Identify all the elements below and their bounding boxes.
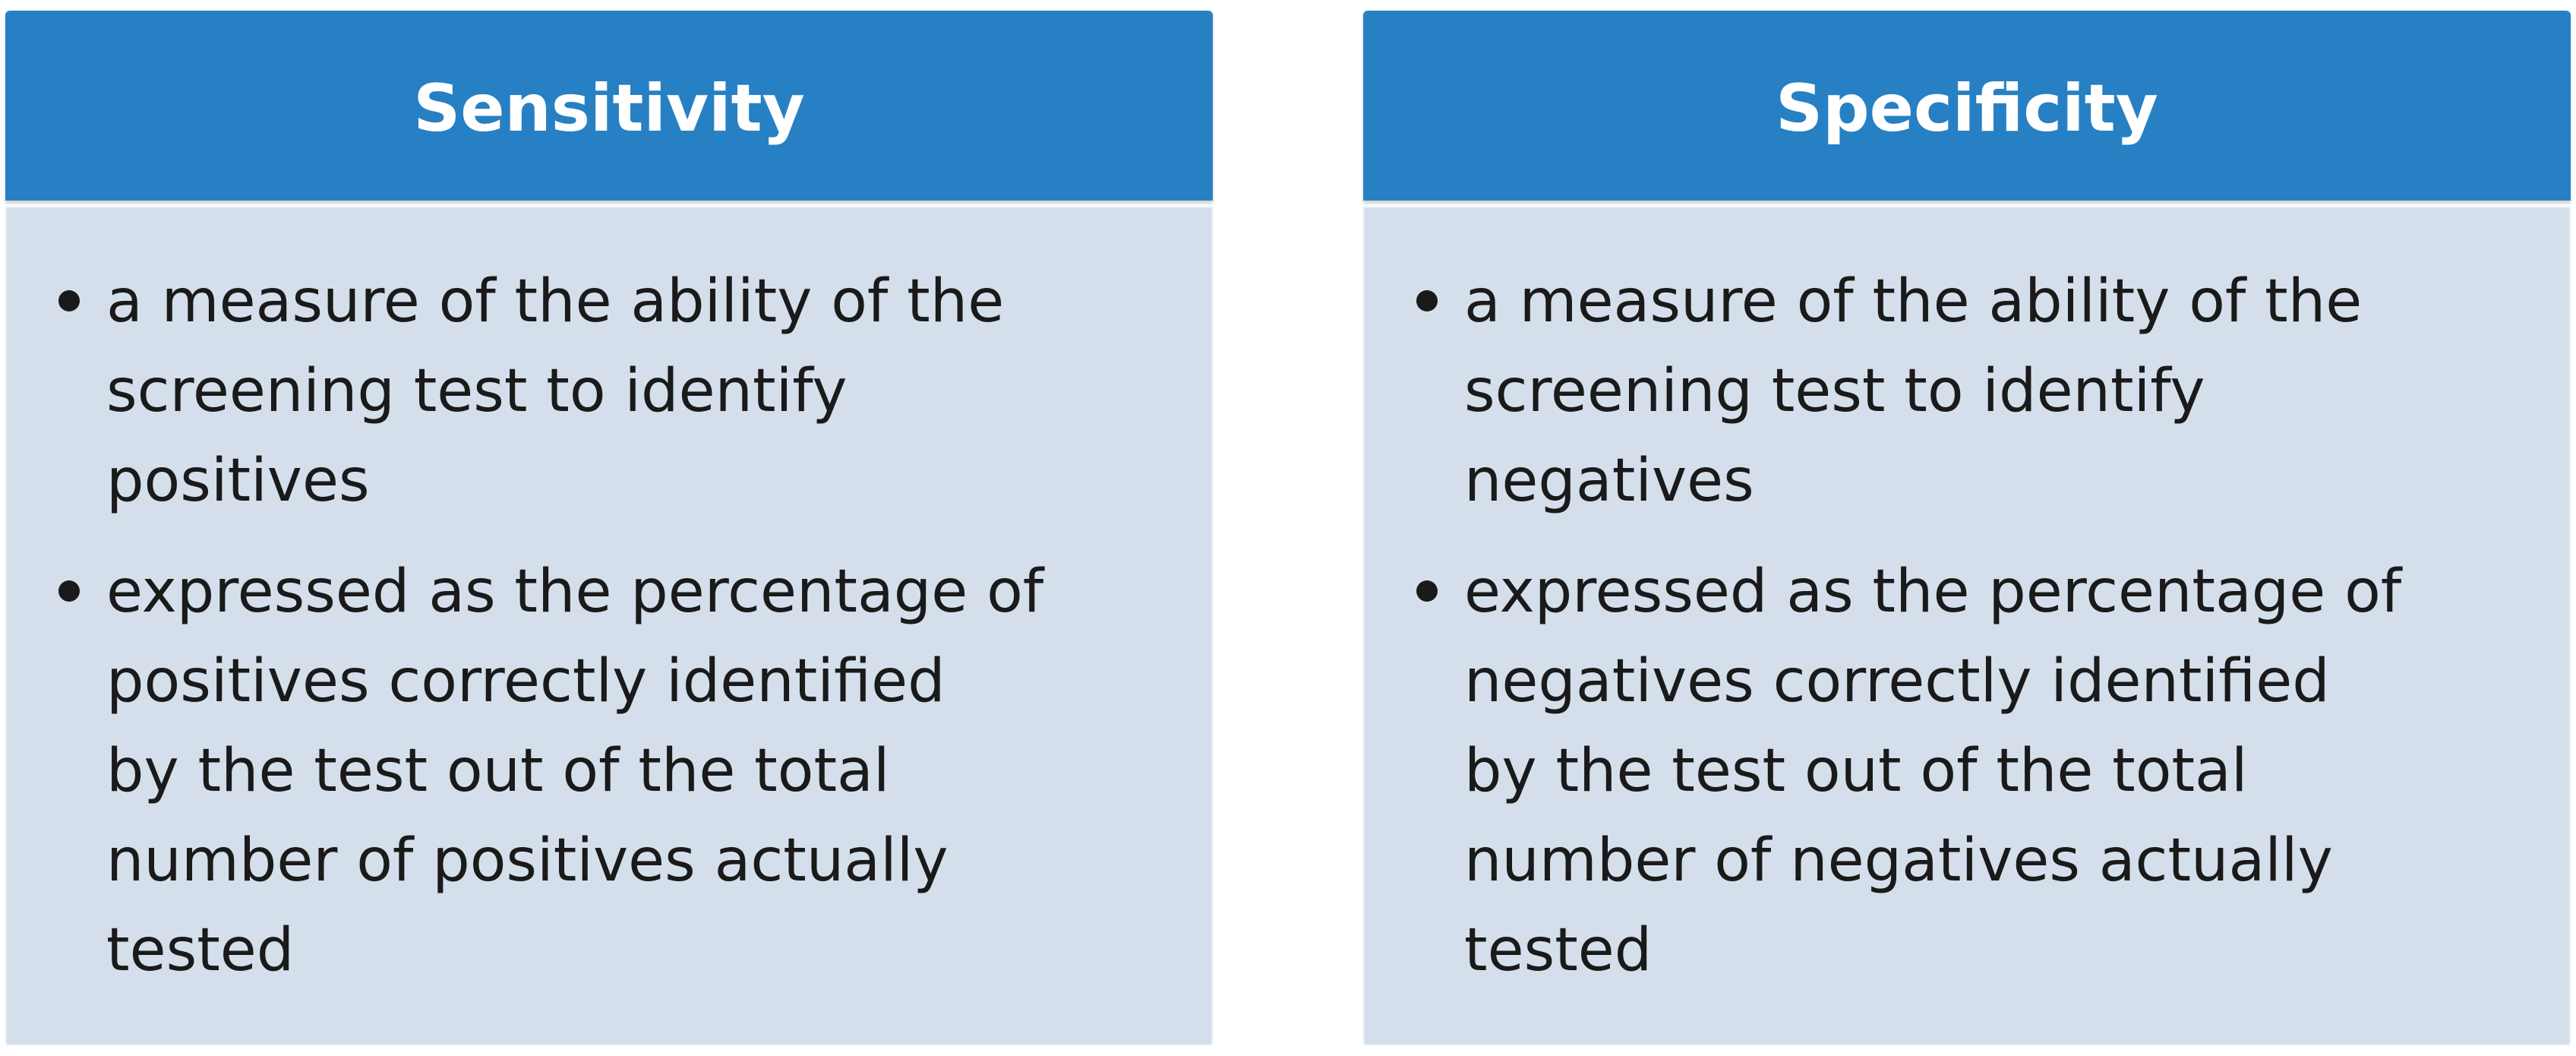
sensitivity-card: Sensitivity a measure of the ability of … [5, 11, 1213, 1045]
bullet-text-line: by the test out of the total [106, 737, 890, 805]
sensitivity-bullet-2: expressed as the percentage of positives… [52, 547, 1192, 995]
bullet-text-line: expressed as the percentage of [106, 558, 1044, 626]
bullet-icon [58, 580, 80, 602]
specificity-bullet-2: expressed as the percentage of negatives… [1410, 547, 2549, 995]
bullet-text-line: positives [106, 447, 370, 515]
sensitivity-header: Sensitivity [5, 11, 1213, 201]
bullet-text-line: screening test to identify [106, 357, 848, 425]
bullet-text-line: screening test to identify [1464, 357, 2205, 425]
sensitivity-body: a measure of the ability of the screenin… [5, 207, 1213, 1045]
bullet-text-line: tested [106, 916, 295, 985]
bullet-text-line: positives correctly identified [106, 647, 945, 716]
specificity-bullet-list: a measure of the ability of the screenin… [1410, 257, 2549, 1016]
bullet-icon [1416, 290, 1438, 311]
bullet-text-line: tested [1464, 916, 1653, 985]
specificity-bullet-1: a measure of the ability of the screenin… [1410, 257, 2549, 526]
specificity-title: Specificity [1776, 71, 2158, 147]
bullet-text-line: negatives [1464, 447, 1754, 515]
bullet-text-line: number of negatives actually [1464, 827, 2333, 895]
bullet-text-line: a measure of the ability of the [1464, 267, 2363, 336]
bullet-text-line: negatives correctly identified [1464, 647, 2330, 716]
bullet-icon [1416, 580, 1438, 602]
bullet-icon [58, 290, 80, 311]
sensitivity-bullet-list: a measure of the ability of the screenin… [52, 257, 1192, 1016]
specificity-body: a measure of the ability of the screenin… [1363, 207, 2571, 1045]
specificity-header: Specificity [1363, 11, 2571, 201]
sensitivity-bullet-1: a measure of the ability of the screenin… [52, 257, 1192, 526]
bullet-text-line: by the test out of the total [1464, 737, 2248, 805]
sensitivity-title: Sensitivity [413, 71, 805, 147]
bullet-text-line: a measure of the ability of the [106, 267, 1005, 336]
bullet-text-line: expressed as the percentage of [1464, 558, 2402, 626]
bullet-text-line: number of positives actually [106, 827, 949, 895]
specificity-card: Specificity a measure of the ability of … [1363, 11, 2571, 1045]
